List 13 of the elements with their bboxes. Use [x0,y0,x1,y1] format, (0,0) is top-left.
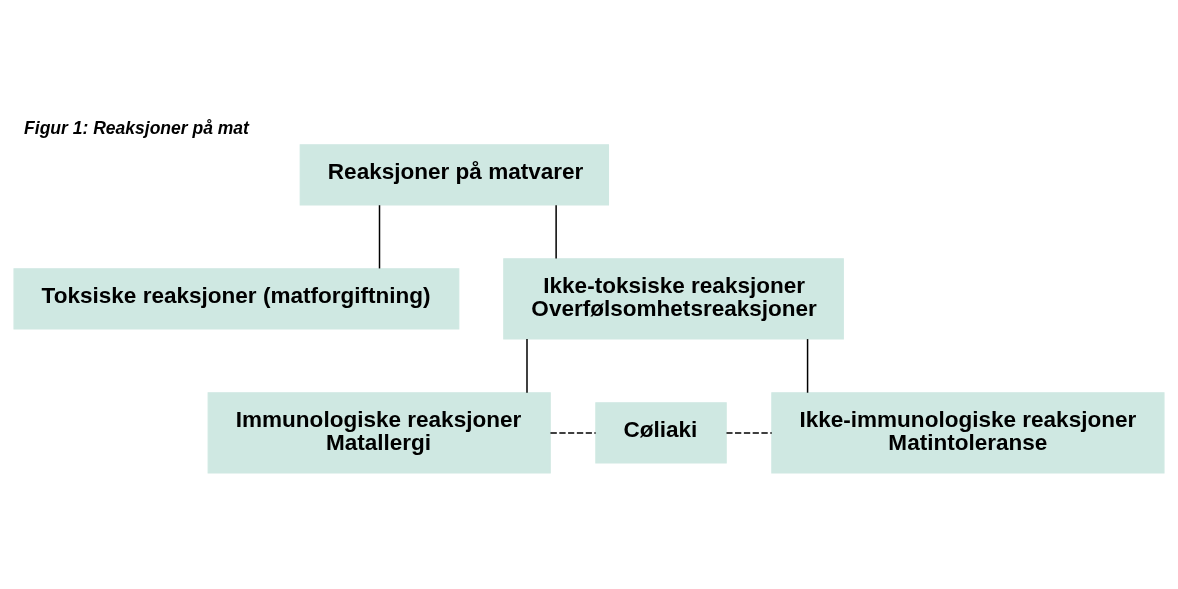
connector [806,338,809,394]
connector [725,432,773,434]
connector [378,204,381,270]
connector [526,338,528,394]
node-box: Immunologiske reaksjoner Matallergi [207,392,551,474]
connector [555,204,557,260]
node-box: Toksiske reaksjoner (matforgiftning) [13,268,460,330]
diagram-title: Figur 1: Reaksjoner på mat [24,117,249,138]
node-box: Ikke-toksiske reaksjoner Overfølsomhetsreaksjoner [503,258,844,340]
node-box: Ikke-immunologiske reaksjoner Matintoleranse [771,392,1165,474]
connector [549,432,597,434]
node-box: Cøliaki [595,402,727,464]
node-box: Reaksjoner på matvarer [299,144,610,206]
